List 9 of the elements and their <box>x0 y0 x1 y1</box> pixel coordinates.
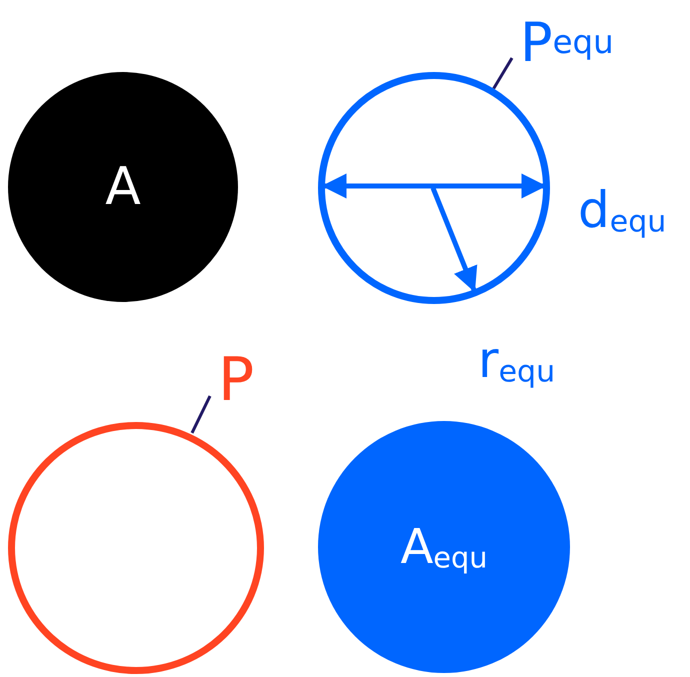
leader-line <box>190 395 212 434</box>
radius-label: r$_{equ}$ <box>478 335 556 388</box>
outline-circle <box>318 72 550 304</box>
area-label: A$_{equ}$ <box>400 519 488 575</box>
outline-circle <box>8 422 264 674</box>
leader-line <box>492 57 514 90</box>
area-label: A <box>105 157 141 217</box>
diameter-label: d$_{equ}$ <box>578 185 666 238</box>
perimeter-label: P <box>218 350 268 410</box>
